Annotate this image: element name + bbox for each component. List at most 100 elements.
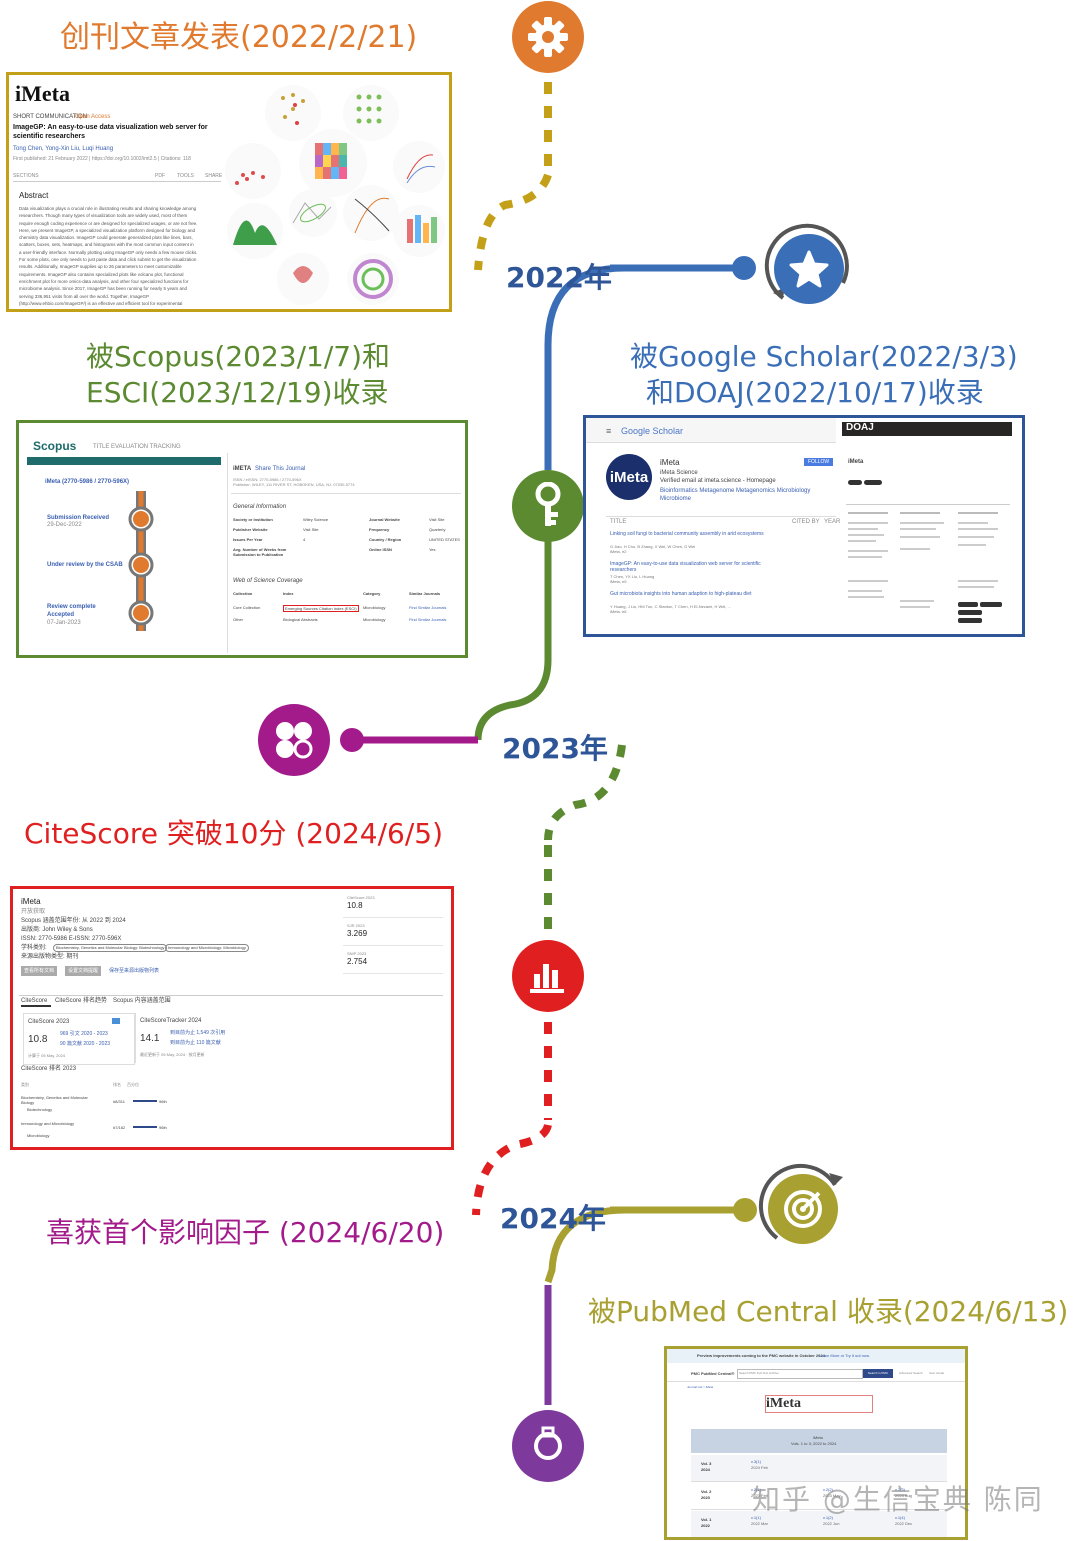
- timeline-dotted-red-curve: [472, 1123, 552, 1216]
- pmc-volume-label[interactable]: Vol. 1: [701, 1517, 712, 1522]
- citescore-card: iMeta 开放获取 Scopus 涵盖范围年份: 从 2022 到 2024 …: [10, 886, 454, 1150]
- target-icon-ring: [758, 1163, 844, 1250]
- doaj-logo: DOAJ: [846, 422, 874, 433]
- wos-share-link[interactable]: Share This Journal: [255, 466, 306, 472]
- follow-button[interactable]: FOLLOW: [804, 458, 834, 466]
- abstract-line: Data visualization plays a crucial role …: [19, 206, 197, 211]
- abstract-line: results. Additionally, ImageGP supplies …: [19, 264, 182, 270]
- menu-icon[interactable]: ≡: [606, 426, 612, 436]
- cs-box-value: 10.8: [28, 1034, 48, 1045]
- pmc-issue-link[interactable]: v.2(1): [751, 1487, 761, 1492]
- wos-field-label: Frequency: [369, 527, 390, 532]
- gs-avatar: iMeta: [606, 454, 652, 500]
- pmc-search-button[interactable]: Search in PMC: [863, 1369, 893, 1378]
- wos-field-label: Publisher Website: [233, 527, 268, 532]
- article-meta: First published: 21 February 2022 | http…: [13, 156, 191, 162]
- gs-paper-title[interactable]: Gut microbiota insights into human adapt…: [610, 591, 752, 597]
- cs-citations[interactable]: 969 引文 2020 - 2023: [60, 1031, 108, 1037]
- tracker-box: CiteScoreTracker 2024 14.1 到目前为止 1,549 次…: [135, 1013, 256, 1063]
- cs-tab-coverage[interactable]: Scopus 内容涵盖范围: [113, 998, 171, 1004]
- scopus-issn[interactable]: iMeta (2770-5986 / 2770-596X): [45, 479, 130, 485]
- gs-panel: ≡ Google Scholar iMeta iMeta iMeta Scien…: [586, 418, 840, 634]
- cs-documents[interactable]: 90 篇文献 2020 - 2023: [60, 1041, 111, 1047]
- rank-value: #8/311: [113, 1099, 125, 1104]
- toolbar-sections[interactable]: SECTIONS: [13, 173, 39, 179]
- coverage-cell[interactable]: Find Similar Journals: [409, 617, 447, 622]
- rank-value: #7/162: [113, 1125, 126, 1130]
- abstract-line: For some plots, one only needs to just p…: [19, 257, 197, 263]
- pmc-user-guide[interactable]: User Guide: [929, 1371, 945, 1375]
- wos-field-value: Visit Site: [429, 517, 445, 522]
- pmc-search-input[interactable]: Search PMC Full-Text Archive: [739, 1371, 779, 1375]
- coverage-cell: Emerging Sources Citation Index (ESCI): [283, 605, 359, 612]
- pmc-issue-link[interactable]: v.2(3): [895, 1487, 905, 1492]
- cs-subject-tag-1[interactable]: Biochemistry, Genetics and Molecular Bio…: [53, 944, 168, 952]
- gs-paper-title[interactable]: Linking soil fungi to bacterial communit…: [610, 531, 764, 537]
- rank-category: Immunology and Microbiology: [21, 1121, 75, 1126]
- gs-paper-journal: iMeta, e2: [610, 549, 627, 554]
- cs-journal-title: iMeta: [21, 897, 41, 906]
- gs-tags[interactable]: Bioinformatics Metagenome Metagenomics M…: [660, 488, 811, 502]
- gs-paper-authors: T Chen, YX Liu, L Huang: [610, 574, 655, 579]
- step-received-date: 29-Dec-2022: [47, 522, 82, 528]
- coverage-cell: Biological Abstracts: [283, 617, 318, 622]
- pmc-banner-link[interactable]: Learn More or Try it out now.: [819, 1353, 870, 1358]
- metric-value: 3.269: [347, 929, 368, 938]
- toolbar-tools[interactable]: TOOLS: [177, 173, 194, 179]
- pmc-issue-link[interactable]: v.2(2): [823, 1487, 833, 1492]
- imeta-article-card: iMeta SHORT COMMUNICATION Open Access Im…: [6, 72, 452, 312]
- pmc-breadcrumb[interactable]: Journal List > iMeta: [687, 1385, 714, 1389]
- abstract-line: serving 336,951 visits from all over the…: [19, 293, 149, 299]
- timeline-dotted-gold-curve: [474, 173, 552, 271]
- abstract-line: (http://www.ehbio.com/ImageGP/) is an ef…: [19, 300, 183, 306]
- coverage-cell: Microbiology: [363, 605, 386, 610]
- pmc-issue-link[interactable]: v.1(1): [751, 1515, 761, 1520]
- gs-paper-authors: G Jiao, H Chu, B Zhang, X Wei, W Chen, G…: [610, 544, 696, 549]
- rank-header-category: 类别: [21, 1082, 29, 1087]
- pmc-logo[interactable]: PMC PubMed Central®: [691, 1371, 735, 1376]
- pmc-advanced-search[interactable]: Advanced Search: [899, 1371, 923, 1375]
- pmc-issue-link[interactable]: v.1(4): [895, 1515, 905, 1520]
- tracker-citations[interactable]: 到目前为止 1,549 次引用: [170, 1030, 226, 1036]
- gs-col-title[interactable]: TITLE: [610, 519, 627, 525]
- gs-col-year[interactable]: YEAR: [824, 519, 841, 525]
- article-title[interactable]: ImageGP: An easy-to-use data visualizati…: [13, 124, 208, 140]
- wos-publisher: Publisher: WILEY, 111 RIVER ST, HOBOKEN,…: [233, 482, 355, 487]
- cs-box-label: CiteScore 2023: [28, 1019, 70, 1025]
- pmc-issue-date: 2024 Feb: [751, 1465, 768, 1470]
- scopus-logo: Scopus: [33, 439, 77, 453]
- star-icon-ring: [764, 223, 850, 310]
- article-authors[interactable]: Tong Chen, Yong-Xin Liu, Luqi Huang: [13, 146, 114, 152]
- cs-tab-trend[interactable]: CiteScore 排名趋势: [55, 998, 108, 1004]
- rank-category: Biochemistry, Genetics and Molecular Bio…: [21, 1095, 88, 1105]
- toolbar-pdf[interactable]: PDF: [155, 173, 165, 179]
- coverage-cell[interactable]: Find Similar Journals: [409, 605, 447, 610]
- rank-table: Biochemistry, Genetics and Molecular Bio…: [21, 1095, 181, 1147]
- tracker-documents[interactable]: 到目前为止 110 篇文献: [170, 1040, 221, 1046]
- abstract-text: Data visualization plays a crucial role …: [19, 205, 229, 307]
- timeline-dotted-green-curve: [544, 744, 626, 841]
- pmc-issue-link[interactable]: v.1(2): [823, 1515, 833, 1520]
- gs-paper-journal: iMeta, e5: [610, 579, 627, 584]
- pmc-issue-link[interactable]: v.3(1): [751, 1459, 761, 1464]
- metric-value: 10.8: [347, 901, 363, 910]
- magenta-node-dot: [340, 728, 364, 752]
- set-alert-button[interactable]: 设置文档提醒: [65, 966, 102, 976]
- view-all-docs-button[interactable]: 查看所有文档: [21, 966, 58, 976]
- gs-paper-title[interactable]: ImageGP: An easy-to-use data visualizati…: [610, 561, 761, 573]
- milestone-scopus-line1: 被Scopus(2023/1/7)和: [86, 340, 391, 373]
- gs-col-cited[interactable]: CITED BY: [792, 519, 820, 525]
- wos-field-value: Visit Site: [303, 527, 319, 532]
- wos-field-label: Online ISSN: [369, 547, 392, 552]
- pmc-volume-label[interactable]: Vol. 2: [701, 1489, 712, 1494]
- save-to-list-link[interactable]: 保存至来源出版物列表: [109, 968, 160, 974]
- flower-icon: [258, 704, 330, 776]
- cs-subject-tag-2[interactable]: Immunology and Microbiology: Microbiolog…: [165, 944, 249, 952]
- pmc-volume-label[interactable]: Vol. 3: [701, 1461, 712, 1466]
- cs-tab-citescore[interactable]: CiteScore: [21, 998, 48, 1004]
- pmc-issue-date: 2022 Dec: [895, 1521, 913, 1526]
- pmc-issue-date: 2023 May: [823, 1493, 841, 1498]
- toolbar-share[interactable]: SHARE: [205, 173, 223, 179]
